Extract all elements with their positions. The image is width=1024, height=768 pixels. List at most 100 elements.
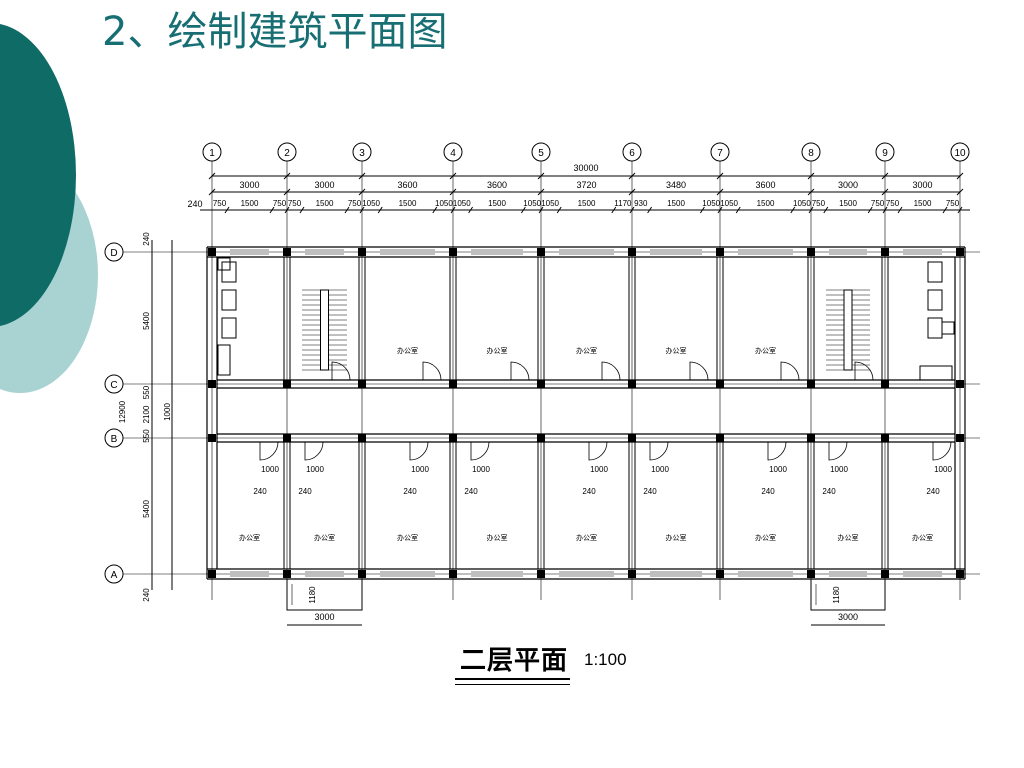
room-label-north-6: 办公室 (755, 346, 776, 355)
grid-number-10: 10 (954, 148, 966, 159)
detail-dim-23: 1500 (839, 199, 857, 208)
detail-dim-14: 1500 (578, 199, 596, 208)
grid-number-7: 7 (717, 148, 723, 159)
detail-dim-4: 750 (288, 199, 302, 208)
detail-tick-2 (284, 206, 290, 214)
tick-overall-8 (881, 172, 889, 180)
slide-decoration (0, 24, 98, 393)
door-dim-8: 1000 (934, 465, 952, 474)
stair-rail-1 (843, 289, 853, 371)
left-dim-3: 550 (142, 385, 151, 399)
column-4-0 (537, 248, 545, 256)
room-label-south-6: 办公室 (755, 533, 776, 542)
toilet-left-2 (221, 317, 237, 339)
corridor-width-dim: 1000 (163, 403, 172, 421)
grid-number-2: 2 (284, 148, 290, 159)
column-9-3 (956, 570, 964, 578)
column-8-1 (881, 380, 889, 388)
balcony-1 (810, 579, 886, 611)
room-label-north-2: 办公室 (397, 346, 418, 355)
door-south-2 (409, 441, 429, 461)
door-north-3 (510, 361, 530, 381)
door-south-1 (304, 441, 324, 461)
column-5-3 (628, 570, 636, 578)
room-label-north-3: 办公室 (487, 346, 508, 355)
column-2-1 (358, 380, 366, 388)
grid-letter-D: D (110, 248, 117, 259)
detail-dim-22: 750 (812, 199, 826, 208)
column-6-1 (716, 380, 724, 388)
column-3-2 (449, 434, 457, 442)
door-dim-2: 1000 (411, 465, 429, 474)
door-north-2 (422, 361, 442, 381)
room-label-south-1: 办公室 (314, 533, 335, 542)
grid-number-6: 6 (629, 148, 635, 159)
tick-bay-1 (283, 188, 291, 196)
left-dim-7: 240 (142, 588, 151, 602)
tick-bay-0 (208, 188, 216, 196)
wall-dim-6: 240 (761, 487, 775, 496)
balcony-0 (286, 579, 363, 611)
stair-rail-0 (320, 289, 329, 371)
tick-overall-6 (716, 172, 724, 180)
detail-tick-26 (957, 206, 963, 214)
balcony-depth-0: 1180 (308, 586, 317, 604)
toilet-left-1 (221, 289, 237, 311)
detail-tick-20 (808, 206, 814, 214)
detail-tick-8 (450, 206, 456, 214)
bay-dim-6: 3480 (666, 180, 686, 190)
detail-tick-6 (377, 206, 383, 214)
column-8-0 (881, 248, 889, 256)
column-8-2 (881, 434, 889, 442)
wall-dim-2: 240 (403, 487, 417, 496)
column-8-3 (881, 570, 889, 578)
caption-underline-1 (455, 678, 570, 680)
column-1-3 (283, 570, 291, 578)
detail-tick-13 (611, 206, 617, 214)
column-7-3 (807, 570, 815, 578)
detail-tick-1 (269, 206, 275, 214)
detail-dim-9: 1050 (435, 199, 453, 208)
column-0-0 (208, 248, 216, 256)
bay-dim-8: 3000 (838, 180, 858, 190)
detail-dim-17: 1500 (667, 199, 685, 208)
sink-left (217, 344, 231, 376)
left-dim-6: 5400 (142, 500, 151, 518)
detail-dim-20: 1500 (757, 199, 775, 208)
detail-tick-0 (224, 206, 230, 214)
left-dim-1: 240 (142, 232, 151, 246)
detail-tick-18 (735, 206, 741, 214)
wall-dim-5: 240 (643, 487, 657, 496)
door-south-4 (588, 441, 608, 461)
detail-dim-13: 1050 (541, 199, 559, 208)
room-label-south-5: 办公室 (666, 533, 687, 542)
detail-tick-11 (538, 206, 544, 214)
detail-dim-24: 750 (871, 199, 885, 208)
tick-bay-6 (716, 188, 724, 196)
wall-dim-8: 240 (926, 487, 940, 496)
bay-dim-2: 3000 (314, 180, 334, 190)
detail-dim-10: 1050 (453, 199, 471, 208)
column-9-2 (956, 434, 964, 442)
detail-tick-25 (942, 206, 948, 214)
bay-dim-4: 3600 (487, 180, 507, 190)
left-total-dim: 12900 (118, 400, 127, 423)
wall-dim-7: 240 (822, 487, 836, 496)
detail-tick-17 (717, 206, 723, 214)
grid-number-1: 1 (209, 148, 215, 159)
left-dim-2: 5400 (142, 312, 151, 330)
sink-right (919, 365, 953, 381)
door-north-7 (854, 361, 874, 381)
column-2-3 (358, 570, 366, 578)
detail-dim-11: 1500 (488, 199, 506, 208)
bay-dim-7: 3600 (755, 180, 775, 190)
detail-tick-21 (823, 206, 829, 214)
detail-tick-23 (882, 206, 888, 214)
column-7-0 (807, 248, 815, 256)
toilet-right-1 (927, 289, 943, 311)
door-dim-0: 1000 (261, 465, 279, 474)
tick-bay-7 (807, 188, 815, 196)
tick-bay-3 (449, 188, 457, 196)
door-dim-5: 1000 (651, 465, 669, 474)
slide-title: 2、绘制建筑平面图 (102, 9, 448, 55)
